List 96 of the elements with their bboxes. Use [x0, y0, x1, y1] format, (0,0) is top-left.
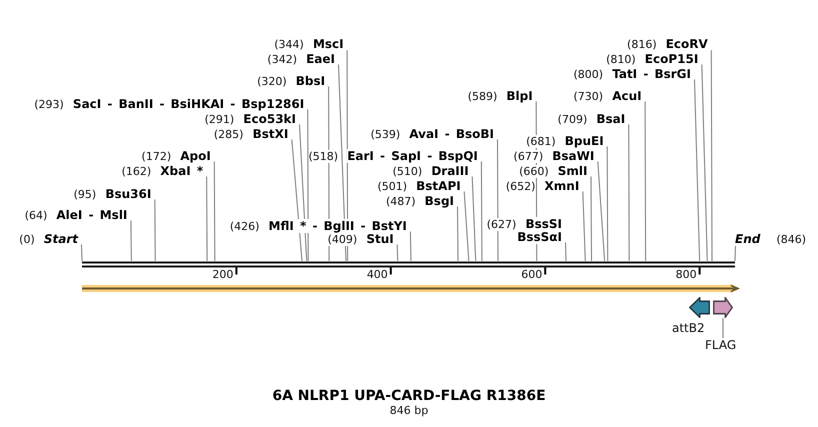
- position-number: (730): [574, 90, 604, 102]
- enzyme-name: BlpI: [506, 88, 533, 102]
- position-number: (539): [370, 128, 400, 140]
- position-number: (652): [506, 180, 536, 192]
- leader-line: [694, 79, 700, 262]
- position-number: (0): [19, 232, 35, 246]
- diagram-title: 6A NLRP1 UPA-CARD-FLAG R1386E: [272, 388, 546, 405]
- enzyme-name: MscI: [312, 37, 344, 52]
- leader-line: [480, 161, 482, 262]
- leader-line: [130, 220, 132, 262]
- position-number: (320): [257, 74, 287, 88]
- enzyme-name: TatI - BsrGI: [612, 66, 691, 80]
- leader-line: [464, 191, 470, 262]
- leader-line: [154, 199, 156, 262]
- leader-line: [472, 176, 476, 262]
- position-number: (293): [34, 98, 64, 110]
- enzyme-name: BstXI: [252, 126, 288, 140]
- sequence-end-label: End: [735, 232, 760, 246]
- position-number: (800): [574, 68, 604, 80]
- leader-line: [457, 206, 458, 262]
- enzyme-name: Bsu36I: [105, 186, 152, 200]
- leader-line: [565, 242, 566, 262]
- leader-line: [590, 176, 592, 262]
- enzyme-name: Eco53kI: [243, 112, 296, 126]
- position-number: (846): [776, 232, 806, 246]
- enzyme-name: BssSI: [525, 216, 562, 230]
- enzyme-name: BsaWI: [552, 148, 594, 162]
- leader-line: [722, 318, 724, 338]
- leader-line: [606, 146, 608, 262]
- position-number: (487): [386, 194, 416, 208]
- enzyme-name: BstAPI: [416, 178, 461, 192]
- tick-label: 800: [676, 268, 697, 281]
- sequence-length: 846 bp: [390, 404, 428, 417]
- position-number: (291): [204, 112, 234, 126]
- leader-line: [582, 191, 586, 262]
- leader-line: [214, 161, 216, 262]
- enzyme-name: BbsI: [296, 74, 326, 88]
- enzyme-name: StuI: [366, 232, 394, 246]
- enzyme-name: BsaI: [596, 112, 626, 126]
- leader-line: [701, 64, 708, 262]
- enzyme-name: AleI - MslI: [56, 208, 128, 222]
- enzyme-name: MflI * - BglII - BstYI: [268, 218, 407, 232]
- leader-line: [497, 139, 498, 262]
- position-number: (95): [74, 188, 96, 200]
- tick-label: 200: [212, 268, 234, 281]
- position-number: (510): [392, 164, 422, 178]
- leader-line: [206, 176, 208, 262]
- enzyme-name: XbaI *: [160, 164, 204, 178]
- enzyme-name: EcoRV: [666, 37, 708, 52]
- enzyme-name: BpuEI: [564, 134, 604, 148]
- position-number: (64): [24, 208, 48, 222]
- sequence-start-label: Start: [44, 232, 78, 246]
- leader-line: [710, 50, 712, 262]
- enzyme-name: EcoP15I: [644, 52, 698, 66]
- position-number: (172): [142, 150, 172, 162]
- leader-line: [307, 109, 309, 262]
- enzyme-name: ApoI: [180, 148, 211, 162]
- leader-line: [628, 124, 630, 262]
- position-number: (344): [274, 38, 304, 52]
- position-number: (518): [308, 150, 338, 162]
- leader-line: [597, 161, 606, 262]
- tick-label: 600: [521, 268, 542, 281]
- enzyme-name: SacI - BanII - BsiHKAI - Bsp1286I: [72, 96, 304, 110]
- enzyme-name: DraIII: [431, 164, 469, 178]
- leader-line: [410, 231, 412, 262]
- leader-line: [81, 244, 82, 262]
- position-number: (285): [214, 128, 244, 140]
- enzyme-name: SmlI: [558, 164, 588, 178]
- position-number: (409): [328, 232, 358, 246]
- enzyme-name: XmnI: [544, 178, 580, 192]
- leader-line: [644, 101, 646, 262]
- position-number: (681): [526, 134, 556, 148]
- position-number: (426): [230, 220, 260, 232]
- position-number: (709): [558, 112, 588, 126]
- leader-line: [291, 139, 302, 262]
- enzyme-name: EarI - SapI - BspQI: [347, 148, 478, 162]
- position-number: (660): [519, 164, 549, 178]
- position-number: (501): [377, 180, 408, 192]
- position-number: (677): [514, 150, 544, 162]
- position-number: (589): [468, 90, 498, 102]
- position-number: (810): [606, 52, 636, 66]
- feature-label: attB2: [672, 321, 705, 335]
- enzyme-name: BsgI: [424, 194, 454, 208]
- position-number: (342): [267, 52, 297, 66]
- feature-label: FLAG: [705, 338, 736, 352]
- enzyme-name: AcuI: [612, 88, 642, 102]
- enzyme-name: BssSαI: [517, 230, 562, 244]
- position-number: (816): [627, 38, 657, 52]
- leader-line: [299, 124, 308, 262]
- position-number: (162): [122, 164, 152, 178]
- leader-line: [734, 244, 736, 262]
- tick-label: 400: [366, 268, 388, 281]
- enzyme-name: EaeI: [306, 52, 335, 66]
- position-number: (627): [486, 218, 516, 230]
- leader-line: [396, 244, 398, 262]
- enzyme-name: AvaI - BsoBI: [409, 126, 494, 140]
